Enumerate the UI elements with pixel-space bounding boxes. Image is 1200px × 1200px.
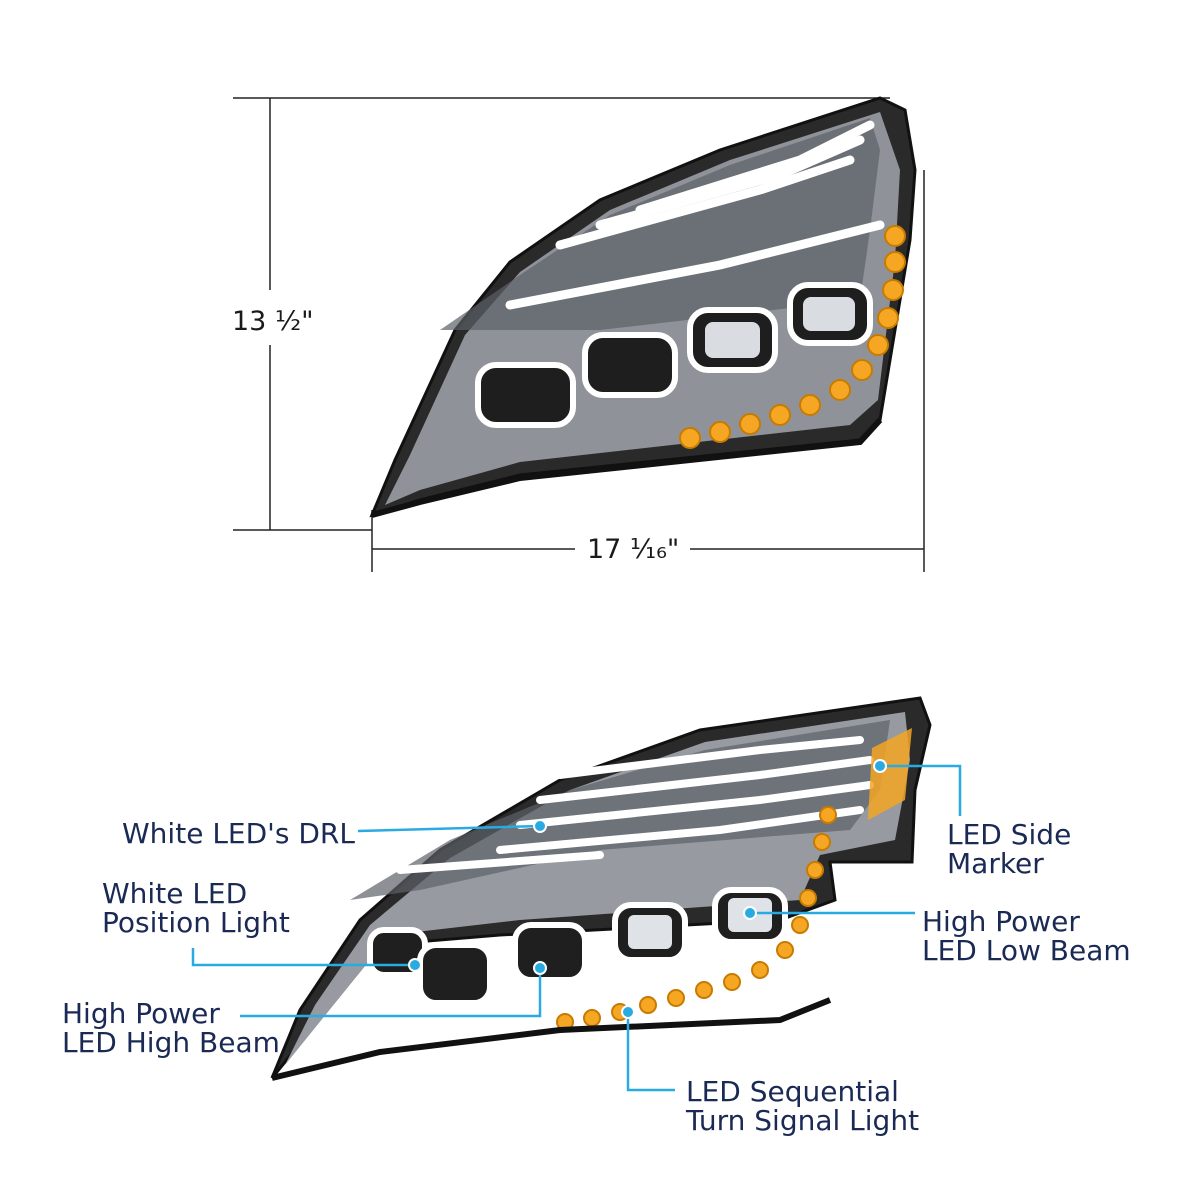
callout-drawing	[191, 696, 962, 1092]
side-marker-callout-line-2: Marker	[947, 847, 1044, 880]
turn-signal-callout: LED Sequential Turn Signal Light	[686, 1077, 919, 1135]
headlight-top	[369, 96, 917, 518]
width-dimension-label: 17 ¹⁄₁₆"	[587, 534, 680, 565]
position-light-callout-line-2: Position Light	[102, 906, 290, 939]
drl-callout-line-1: White LED's DRL	[122, 817, 355, 850]
position-light-callout-line-1: White LED	[102, 877, 248, 910]
drl-strips-top	[505, 120, 885, 310]
turn-signal-callout-line-2: Turn Signal Light	[686, 1104, 920, 1137]
low-beam-callout-line-1: High Power	[922, 905, 1080, 938]
leader-lines	[191, 764, 962, 1092]
headlight-bottom	[270, 696, 932, 1081]
amber-leds-top	[679, 225, 906, 449]
turn-signal-callout-line-1: LED Sequential	[686, 1075, 899, 1108]
leader-dots	[408, 759, 887, 1019]
high-beam-callout: High Power LED High Beam	[62, 999, 280, 1057]
side-marker-callout: LED Side Marker	[947, 820, 1071, 878]
high-beam-callout-line-1: High Power	[62, 997, 220, 1030]
width-dimension-lines	[371, 170, 925, 572]
drl-callout: White LED's DRL	[122, 819, 355, 848]
dimension-drawing	[233, 96, 925, 572]
low-beam-callout: High Power LED Low Beam	[922, 907, 1131, 965]
height-dimension-label: 13 ½"	[232, 306, 314, 337]
height-dimension-lines	[233, 97, 890, 531]
position-light-callout: White LED Position Light	[102, 879, 290, 937]
low-beam-callout-line-2: LED Low Beam	[922, 934, 1131, 967]
high-beam-callout-line-2: LED High Beam	[62, 1026, 280, 1059]
side-marker-lens	[868, 728, 912, 820]
drl-strips-bottom	[396, 736, 874, 874]
side-marker-callout-line-1: LED Side	[947, 818, 1072, 851]
